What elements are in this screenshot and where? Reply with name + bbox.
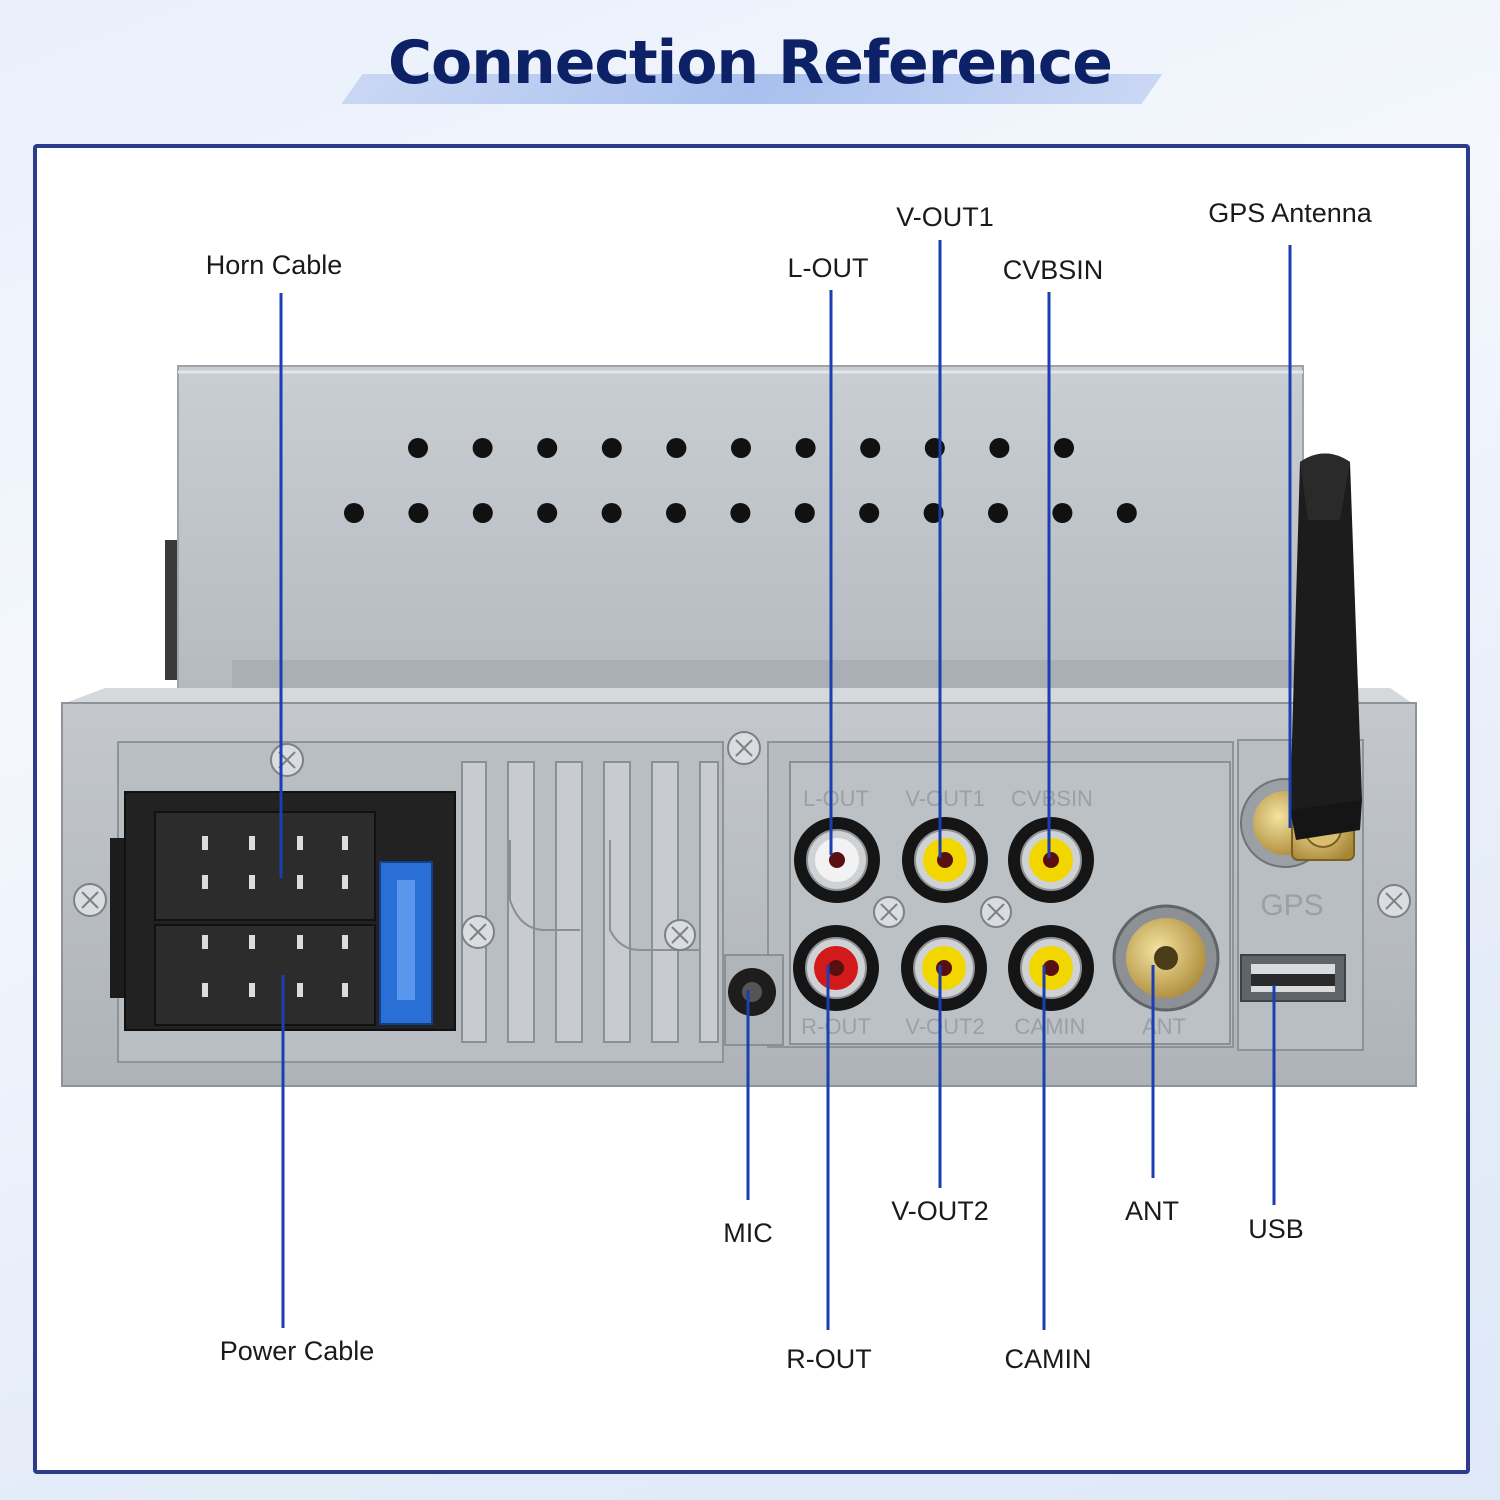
vent-hole bbox=[1052, 503, 1073, 523]
connector-pin bbox=[342, 836, 348, 850]
rca-v-out1 bbox=[902, 817, 988, 903]
connector-pin bbox=[202, 935, 208, 949]
stamp-cvbsin: CVBSIN bbox=[1011, 786, 1093, 811]
ant-socket bbox=[1112, 904, 1220, 1012]
vent-hole bbox=[408, 503, 429, 523]
stamp-ant: ANT bbox=[1142, 1014, 1186, 1039]
gps-antenna-rod bbox=[1290, 453, 1362, 840]
connector-pin bbox=[342, 935, 348, 949]
connector-pin bbox=[249, 836, 255, 850]
leader-lines bbox=[279, 240, 1292, 1330]
iso-connector bbox=[110, 791, 456, 1031]
connector-pin bbox=[249, 875, 255, 889]
connector-pin bbox=[342, 875, 348, 889]
connector-pin bbox=[297, 935, 303, 949]
rca-cvbsin bbox=[1008, 817, 1094, 903]
label-l-out: L-OUT bbox=[788, 253, 869, 283]
metal-housing bbox=[165, 365, 1304, 697]
callout-labels: Horn Cable Power Cable L-OUT V-OUT1 CVBS… bbox=[206, 198, 1373, 1374]
vent-hole bbox=[601, 503, 622, 523]
vent-hole bbox=[1054, 438, 1074, 458]
connector-pin bbox=[249, 935, 255, 949]
panel-engravings: L-OUT V-OUT1 CVBSIN R-OUT V-OUT2 CAMIN A… bbox=[801, 786, 1324, 1039]
label-r-out: R-OUT bbox=[786, 1344, 871, 1374]
label-ant: ANT bbox=[1125, 1196, 1179, 1226]
rca-r-out bbox=[793, 925, 879, 1011]
connector-pin bbox=[297, 836, 303, 850]
connector-pin bbox=[297, 875, 303, 889]
vent-hole bbox=[859, 503, 880, 523]
stamp-v-out1: V-OUT1 bbox=[905, 786, 984, 811]
stamp-camin: CAMIN bbox=[1015, 1014, 1086, 1039]
label-mic: MIC bbox=[723, 1218, 773, 1248]
label-gps-antenna: GPS Antenna bbox=[1208, 198, 1373, 228]
heat-sink-ribs bbox=[461, 761, 719, 1043]
label-power-cable: Power Cable bbox=[220, 1336, 375, 1366]
vent-hole bbox=[537, 438, 558, 458]
vent-hole bbox=[666, 503, 686, 523]
stamp-v-out2: V-OUT2 bbox=[905, 1014, 984, 1039]
label-v-out2: V-OUT2 bbox=[891, 1196, 989, 1226]
label-v-out1: V-OUT1 bbox=[896, 202, 994, 232]
vent-hole bbox=[666, 438, 687, 458]
vent-hole bbox=[730, 503, 751, 523]
mic-jack bbox=[724, 954, 784, 1046]
connector-pin bbox=[342, 983, 348, 997]
connector-pin bbox=[297, 983, 303, 997]
label-horn-cable: Horn Cable bbox=[206, 250, 343, 280]
connector-pin bbox=[202, 836, 208, 850]
label-usb: USB bbox=[1248, 1214, 1304, 1244]
vent-hole bbox=[731, 438, 751, 458]
stamp-l-out: L-OUT bbox=[803, 786, 869, 811]
page-title: Connection Reference bbox=[388, 28, 1113, 98]
stamp-r-out: R-OUT bbox=[801, 1014, 871, 1039]
rca-camin bbox=[1008, 925, 1094, 1011]
vent-hole bbox=[537, 503, 558, 523]
vent-hole bbox=[601, 438, 622, 458]
label-cvbsin: CVBSIN bbox=[1003, 255, 1104, 285]
vent-hole bbox=[795, 438, 816, 458]
connector-pin bbox=[202, 875, 208, 889]
vent-hole bbox=[408, 438, 428, 458]
vent-holes bbox=[344, 438, 1137, 523]
rca-l-out bbox=[794, 817, 880, 903]
stamp-gps: GPS bbox=[1260, 889, 1323, 922]
vent-hole bbox=[860, 438, 881, 458]
connector-pin bbox=[249, 983, 255, 997]
vent-hole bbox=[344, 503, 364, 523]
vent-hole bbox=[1116, 503, 1137, 523]
label-camin: CAMIN bbox=[1005, 1344, 1092, 1374]
vent-hole bbox=[472, 438, 493, 458]
vent-hole bbox=[794, 503, 815, 523]
usb-port bbox=[1240, 954, 1346, 1002]
vent-hole bbox=[472, 503, 493, 523]
connector-pin bbox=[202, 983, 208, 997]
vent-hole bbox=[988, 503, 1008, 523]
vent-hole bbox=[924, 438, 945, 458]
rca-v-out2 bbox=[901, 925, 987, 1011]
screws bbox=[73, 731, 1411, 951]
connector-pins bbox=[202, 836, 348, 997]
rca-jacks bbox=[793, 817, 1094, 1011]
vent-hole bbox=[989, 438, 1010, 458]
